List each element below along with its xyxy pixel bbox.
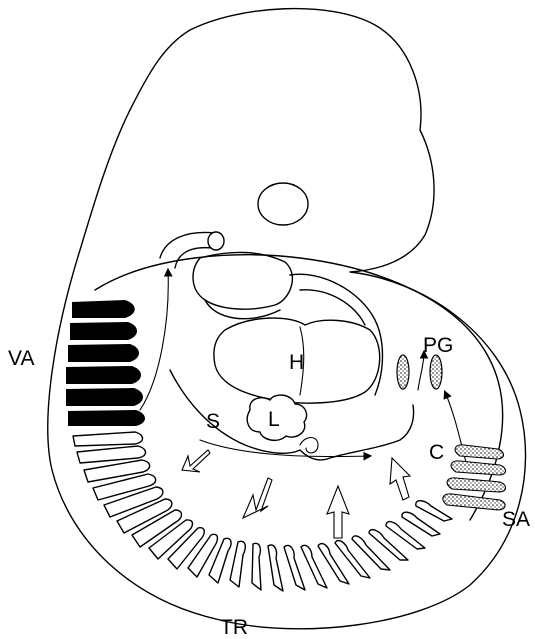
gonad-left	[397, 355, 409, 389]
label-l: L	[268, 409, 280, 430]
label-tr: TR	[220, 617, 248, 638]
stream-arrow-4	[418, 352, 424, 390]
label-sa: SA	[502, 509, 530, 530]
label-c: C	[429, 442, 444, 463]
stream-arrow-1	[140, 270, 168, 410]
migration-arrows	[182, 450, 410, 538]
aortic-cut-end	[208, 232, 224, 250]
aortic-tube	[160, 232, 215, 258]
label-s: S	[206, 411, 220, 432]
foregut	[193, 252, 292, 309]
sa-somites	[443, 445, 506, 510]
va-blocks	[66, 300, 145, 426]
label-h: H	[289, 352, 304, 373]
eye-vesicle	[258, 183, 308, 225]
label-pg: PG	[423, 335, 453, 356]
gonad-right	[430, 355, 442, 389]
tr-somites	[73, 432, 452, 591]
gut-coil	[300, 438, 318, 453]
stream-arrow-3	[445, 392, 468, 470]
label-va: VA	[8, 348, 34, 369]
